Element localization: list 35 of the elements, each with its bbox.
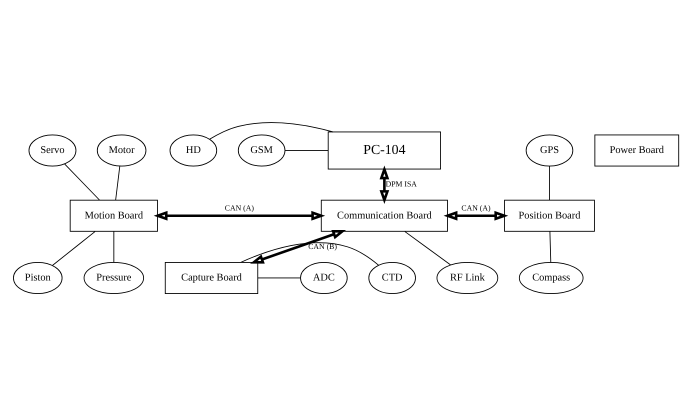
node-ellipse: Motor: [96, 134, 146, 166]
edge-label: CAN (B): [308, 241, 337, 250]
edge-label: CAN (A): [224, 203, 254, 212]
connector: [113, 230, 114, 262]
connector: [404, 230, 452, 265]
connector: [257, 277, 301, 278]
node-box: Position Board: [504, 199, 595, 232]
node-ellipse: GPS: [526, 134, 574, 166]
node-box: Communication Board: [320, 199, 448, 232]
connector: [52, 230, 96, 266]
node-box: PC-104: [328, 130, 441, 169]
connector: [240, 242, 379, 266]
connector: [115, 165, 120, 200]
node-ellipse: ADC: [300, 262, 348, 294]
node-ellipse: Servo: [28, 134, 76, 166]
connector: [64, 162, 100, 200]
connector: [549, 230, 552, 262]
node-ellipse: HD: [170, 134, 218, 166]
node-ellipse: RF Link: [436, 262, 498, 294]
connector: [549, 165, 550, 200]
arrow: [250, 230, 346, 264]
node-ellipse: Piston: [13, 262, 63, 294]
node-box: Power Board: [594, 134, 680, 166]
node-box: Capture Board: [164, 262, 258, 294]
node-ellipse: Pressure: [84, 262, 144, 294]
connector: [209, 122, 334, 140]
node-ellipse: CTD: [368, 262, 416, 294]
arrow: [154, 210, 326, 220]
node-ellipse: Compass: [518, 262, 584, 294]
edge-label: DPM ISA: [386, 179, 417, 188]
arrow: [444, 210, 508, 220]
arrow: [380, 164, 390, 204]
node-ellipse: GSM: [238, 134, 286, 166]
edge-label: CAN (A): [461, 203, 491, 212]
node-box: Motion Board: [70, 199, 158, 232]
